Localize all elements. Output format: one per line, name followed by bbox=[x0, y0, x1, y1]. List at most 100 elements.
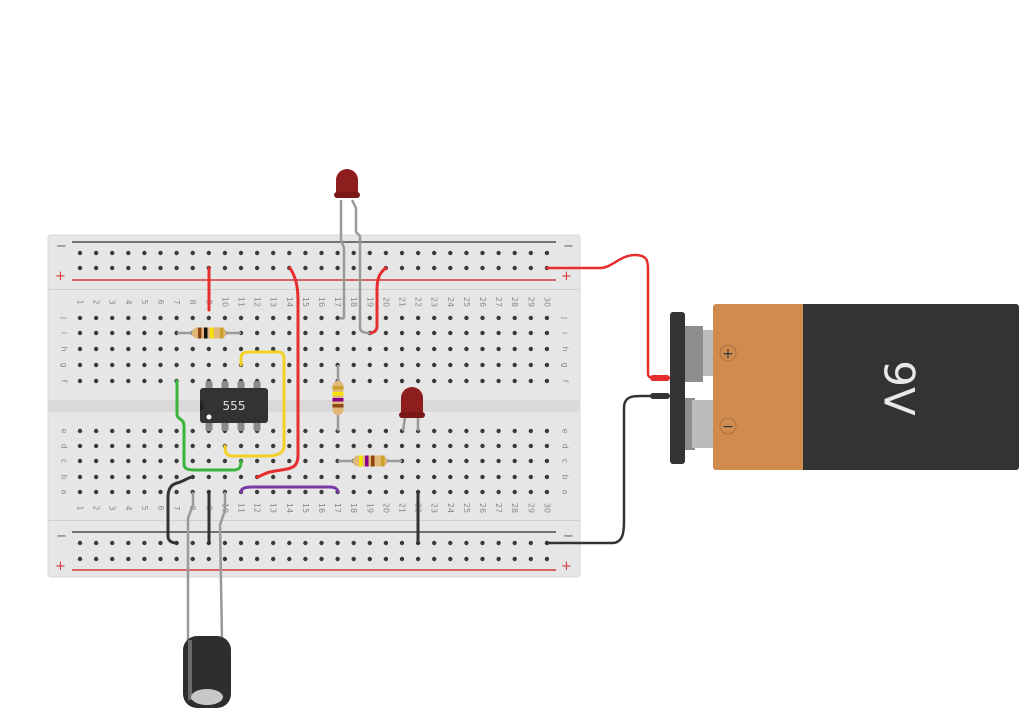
rail-hole[interactable] bbox=[190, 250, 195, 256]
terminal-hole[interactable] bbox=[254, 489, 260, 495]
rail-hole[interactable] bbox=[110, 540, 115, 546]
terminal-hole[interactable] bbox=[383, 378, 389, 384]
terminal-hole[interactable] bbox=[480, 489, 485, 495]
terminal-hole[interactable] bbox=[287, 489, 292, 495]
terminal-hole[interactable] bbox=[287, 474, 292, 480]
terminal-hole[interactable] bbox=[271, 474, 276, 480]
terminal-hole[interactable] bbox=[254, 346, 260, 352]
terminal-hole[interactable] bbox=[528, 346, 533, 352]
terminal-hole[interactable] bbox=[77, 378, 83, 384]
terminal-hole[interactable] bbox=[77, 346, 83, 352]
terminal-hole[interactable] bbox=[303, 474, 308, 480]
terminal-hole[interactable] bbox=[287, 362, 292, 368]
terminal-hole[interactable] bbox=[126, 378, 131, 384]
rail-hole[interactable] bbox=[319, 556, 324, 562]
terminal-hole[interactable] bbox=[367, 428, 372, 434]
rail-hole[interactable] bbox=[528, 265, 533, 271]
terminal-hole[interactable] bbox=[351, 378, 356, 384]
terminal-hole[interactable] bbox=[319, 362, 324, 368]
rail-hole[interactable] bbox=[448, 250, 453, 256]
terminal-hole[interactable] bbox=[528, 428, 533, 434]
rail-hole[interactable] bbox=[287, 540, 292, 546]
rail-hole[interactable] bbox=[335, 250, 340, 256]
rail-hole[interactable] bbox=[464, 250, 469, 256]
terminal-hole[interactable] bbox=[399, 378, 405, 384]
terminal-hole[interactable] bbox=[142, 378, 147, 384]
terminal-hole[interactable] bbox=[512, 474, 517, 480]
terminal-hole[interactable] bbox=[303, 330, 308, 336]
terminal-hole[interactable] bbox=[544, 362, 550, 368]
terminal-hole[interactable] bbox=[271, 378, 276, 384]
terminal-hole[interactable] bbox=[319, 458, 324, 464]
rail-hole[interactable] bbox=[367, 265, 372, 271]
rail-hole[interactable] bbox=[303, 556, 308, 562]
rail-hole[interactable] bbox=[190, 540, 195, 546]
rail-hole[interactable] bbox=[383, 250, 389, 256]
rail-hole[interactable] bbox=[93, 540, 99, 546]
rail-hole[interactable] bbox=[158, 265, 163, 271]
terminal-hole[interactable] bbox=[448, 443, 453, 449]
rail-hole[interactable] bbox=[303, 540, 308, 546]
terminal-hole[interactable] bbox=[319, 428, 324, 434]
terminal-hole[interactable] bbox=[142, 346, 147, 352]
terminal-hole[interactable] bbox=[142, 362, 147, 368]
rail-hole[interactable] bbox=[126, 540, 131, 546]
terminal-hole[interactable] bbox=[222, 346, 228, 352]
rail-hole[interactable] bbox=[399, 540, 405, 546]
rail-hole[interactable] bbox=[528, 540, 533, 546]
rail-hole[interactable] bbox=[303, 250, 308, 256]
terminal-hole[interactable] bbox=[367, 474, 372, 480]
rail-hole[interactable] bbox=[158, 250, 163, 256]
terminal-hole[interactable] bbox=[174, 346, 179, 352]
terminal-hole[interactable] bbox=[383, 362, 389, 368]
terminal-hole[interactable] bbox=[287, 378, 292, 384]
terminal-hole[interactable] bbox=[415, 443, 421, 449]
led-middle[interactable] bbox=[399, 387, 425, 432]
terminal-hole[interactable] bbox=[222, 474, 228, 480]
rail-hole[interactable] bbox=[383, 556, 389, 562]
terminal-hole[interactable] bbox=[528, 443, 533, 449]
terminal-hole[interactable] bbox=[496, 458, 501, 464]
terminal-hole[interactable] bbox=[238, 315, 244, 321]
terminal-hole[interactable] bbox=[544, 458, 550, 464]
terminal-hole[interactable] bbox=[174, 458, 179, 464]
terminal-hole[interactable] bbox=[238, 443, 244, 449]
rail-hole[interactable] bbox=[126, 265, 131, 271]
terminal-hole[interactable] bbox=[448, 378, 453, 384]
terminal-hole[interactable] bbox=[464, 443, 469, 449]
terminal-hole[interactable] bbox=[544, 443, 550, 449]
rail-hole[interactable] bbox=[77, 250, 83, 256]
rail-hole[interactable] bbox=[544, 556, 550, 562]
terminal-hole[interactable] bbox=[335, 315, 340, 321]
terminal-hole[interactable] bbox=[126, 362, 131, 368]
rail-hole[interactable] bbox=[480, 540, 485, 546]
terminal-hole[interactable] bbox=[383, 346, 389, 352]
terminal-hole[interactable] bbox=[319, 489, 324, 495]
terminal-hole[interactable] bbox=[238, 474, 244, 480]
terminal-hole[interactable] bbox=[110, 315, 115, 321]
terminal-hole[interactable] bbox=[512, 428, 517, 434]
terminal-hole[interactable] bbox=[464, 362, 469, 368]
terminal-hole[interactable] bbox=[93, 315, 99, 321]
terminal-hole[interactable] bbox=[512, 315, 517, 321]
terminal-hole[interactable] bbox=[399, 362, 405, 368]
rail-hole[interactable] bbox=[464, 540, 469, 546]
terminal-hole[interactable] bbox=[303, 362, 308, 368]
rail-hole[interactable] bbox=[448, 556, 453, 562]
rail-hole[interactable] bbox=[174, 250, 179, 256]
rail-hole[interactable] bbox=[126, 250, 131, 256]
terminal-hole[interactable] bbox=[464, 458, 469, 464]
rail-hole[interactable] bbox=[287, 250, 292, 256]
rail-hole[interactable] bbox=[464, 556, 469, 562]
terminal-hole[interactable] bbox=[448, 346, 453, 352]
terminal-hole[interactable] bbox=[496, 489, 501, 495]
terminal-hole[interactable] bbox=[190, 378, 195, 384]
rail-hole[interactable] bbox=[287, 556, 292, 562]
rail-hole[interactable] bbox=[110, 556, 115, 562]
terminal-hole[interactable] bbox=[126, 474, 131, 480]
terminal-hole[interactable] bbox=[190, 346, 195, 352]
rail-hole[interactable] bbox=[158, 540, 163, 546]
rail-hole[interactable] bbox=[399, 556, 405, 562]
terminal-hole[interactable] bbox=[303, 428, 308, 434]
terminal-hole[interactable] bbox=[77, 474, 83, 480]
